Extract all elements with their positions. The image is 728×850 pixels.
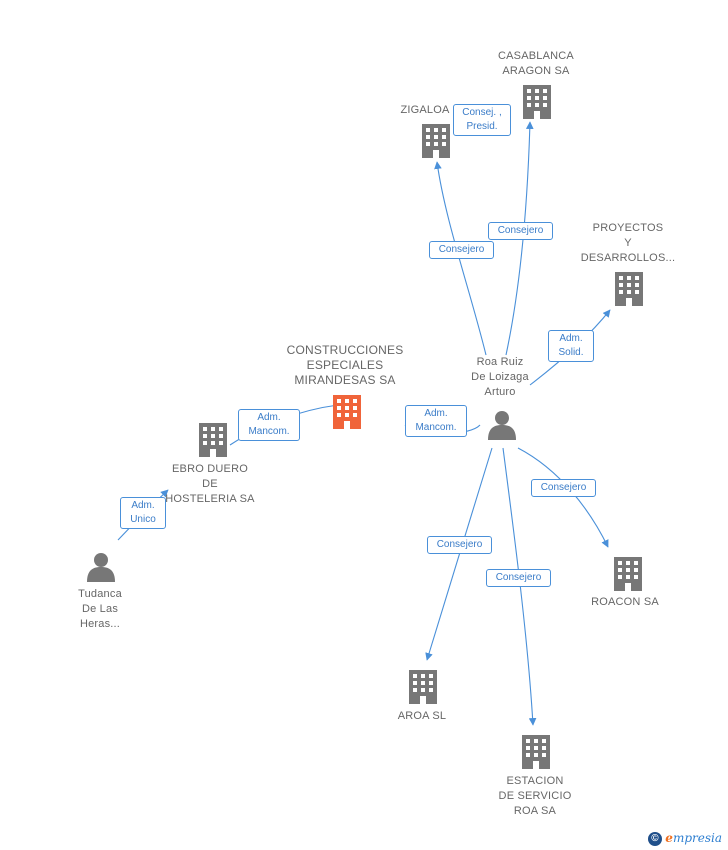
zigaloa-building-icon[interactable] <box>422 124 450 158</box>
node-label-casablanca[interactable]: CASABLANCA ARAGON SA <box>498 50 574 77</box>
tudanca-person-icon[interactable] <box>87 553 115 582</box>
edge-label-proyectos-adm[interactable]: Adm. Solid. <box>548 330 594 362</box>
edge-label-construcciones-tudanca[interactable]: Adm. Mancom. <box>238 409 300 441</box>
edge-label-roacon-consejero[interactable]: Consejero <box>531 479 596 497</box>
brand-initial: e <box>665 831 673 846</box>
node-label-ebro[interactable]: EBRO DUERO DE HOSTELERIA SA <box>165 463 255 505</box>
aroa-building-icon[interactable] <box>409 670 437 704</box>
edge-roa-estacion <box>502 447 537 726</box>
node-label-tudanca[interactable]: Tudanca De Las Heras... <box>78 588 122 630</box>
node-label-estacion[interactable]: ESTACION DE SERVICIO ROA SA <box>498 775 572 817</box>
edge-label-aroa-consejero[interactable]: Consejero <box>427 536 492 554</box>
node-label-construcciones[interactable]: CONSTRUCCIONES ESPECIALES MIRANDESAS SA <box>286 343 404 387</box>
edge-roa-roacon <box>517 447 609 548</box>
ebro-building-icon[interactable] <box>199 423 227 457</box>
copyright-icon: © <box>647 832 662 846</box>
construcciones-building-icon[interactable] <box>333 395 361 429</box>
edge-label-estacion-consejero[interactable]: Consejero <box>486 569 551 587</box>
node-label-roacon[interactable]: ROACON SA <box>591 596 659 608</box>
edge-roa-aroa <box>425 447 493 661</box>
brand-name: mpresia <box>672 831 722 846</box>
node-label-zigaloa[interactable]: ZIGALOA <box>400 104 450 116</box>
node-label-proyectos[interactable]: PROYECTOS Y DESARROLLOS... <box>580 222 676 264</box>
edge-label-casablanca-consejero[interactable]: Consejero <box>488 222 553 240</box>
node-label-roa[interactable]: Roa Ruiz De Loizaga Arturo <box>471 356 529 398</box>
roa-person-icon[interactable] <box>488 411 516 440</box>
proyectos-building-icon[interactable] <box>615 272 643 306</box>
brand-logo: © empresia <box>647 831 722 846</box>
edge-label-zigaloa-consejero[interactable]: Consejero <box>429 241 494 259</box>
estacion-building-icon[interactable] <box>522 735 550 769</box>
edge-label-construcciones-roa[interactable]: Adm. Mancom. <box>405 405 467 437</box>
node-label-aroa[interactable]: AROA SL <box>397 710 447 722</box>
roacon-building-icon[interactable] <box>614 557 642 591</box>
casablanca-building-icon[interactable] <box>523 85 551 119</box>
edge-label-zigaloa-presid[interactable]: Consej. , Presid. <box>453 104 511 136</box>
edge-label-ebro-tudanca[interactable]: Adm. Unico <box>120 497 166 529</box>
